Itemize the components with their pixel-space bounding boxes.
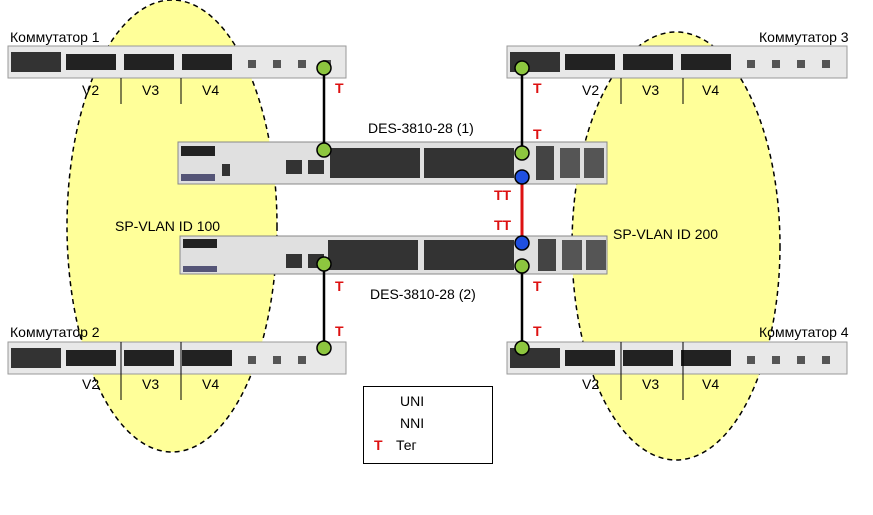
tag-label: T: [533, 126, 542, 142]
uni-port-core1-left: [316, 142, 332, 158]
nni-port-core2: [514, 235, 530, 251]
uni-port-sw4: [514, 340, 530, 356]
label-sp-vlan-200: SP-VLAN ID 200: [613, 226, 719, 242]
legend-tag-label: Тег: [396, 437, 417, 453]
label-switch-4: Коммутатор 4: [759, 324, 849, 340]
uni-port-core2-left: [316, 256, 332, 272]
vlan-label: V2: [82, 82, 100, 98]
double-tag-label: TT: [494, 217, 512, 233]
nni-port-core1: [514, 169, 530, 185]
core-switch-1: [177, 141, 608, 185]
core-switch-2: [179, 235, 608, 275]
uni-port-sw2: [316, 340, 332, 356]
label-sp-vlan-100: SP-VLAN ID 100: [115, 218, 221, 234]
vlan-label: V3: [142, 376, 160, 392]
access-switch-4: [506, 341, 848, 375]
uni-port-core2-right: [514, 258, 530, 274]
vlan-label: V4: [702, 82, 720, 98]
label-switch-1: Коммутатор 1: [10, 29, 100, 45]
legend-nni-label: NNI: [400, 415, 425, 431]
vlan-label: V3: [642, 82, 660, 98]
label-switch-3: Коммутатор 3: [759, 29, 849, 45]
vlan-label: V4: [202, 82, 220, 98]
tag-label: T: [533, 278, 542, 294]
legend-tag-icon: T: [374, 437, 383, 453]
vlan-label: V3: [642, 376, 660, 392]
vlan-label: V3: [142, 82, 160, 98]
vlan-label: V2: [82, 376, 100, 392]
vlan-label: V4: [702, 376, 720, 392]
vlan-label: V4: [202, 376, 220, 392]
tag-label: T: [335, 278, 344, 294]
vlan-dividers: [120, 78, 684, 400]
uni-port-sw1: [316, 60, 332, 76]
legend-uni-label: UNI: [400, 393, 425, 409]
tag-label: T: [533, 323, 542, 339]
sp-vlan-100-area: [66, 0, 278, 453]
tag-label: T: [335, 80, 344, 96]
double-tag-label: TT: [494, 187, 512, 203]
uni-port-core1-right: [514, 145, 530, 161]
uni-port-sw3: [514, 60, 530, 76]
label-switch-2: Коммутатор 2: [10, 324, 100, 340]
vlan-label: V2: [582, 82, 600, 98]
label-core-2: DES-3810-28 (2): [370, 286, 476, 302]
tag-label: T: [335, 323, 344, 339]
access-switch-1: [7, 45, 347, 79]
vlan-label: V2: [582, 376, 600, 392]
access-switch-3: [506, 45, 848, 79]
legend: [363, 386, 493, 464]
tag-label: T: [533, 80, 542, 96]
label-core-1: DES-3810-28 (1): [368, 120, 474, 136]
access-switch-2: [7, 341, 347, 375]
